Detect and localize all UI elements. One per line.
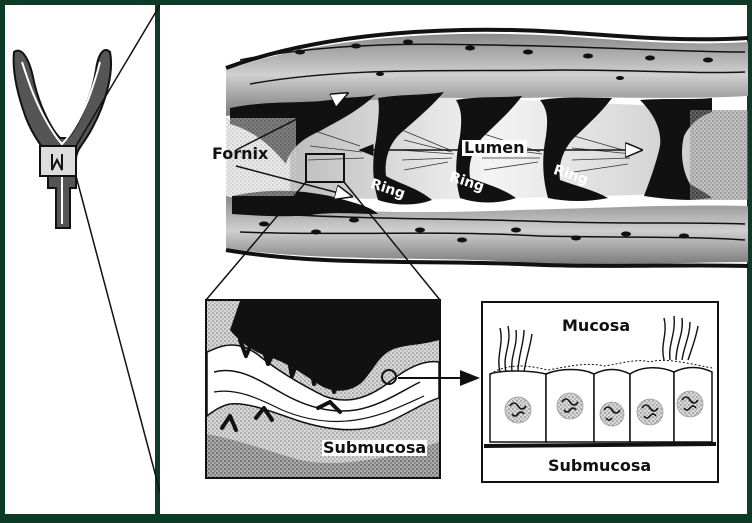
mucosa-label: Mucosa xyxy=(562,318,630,334)
fornix-label: Fornix xyxy=(212,146,268,162)
basement-membrane xyxy=(484,444,716,446)
right-wall-texture xyxy=(690,110,748,200)
submucosa-fold-label: Submucosa xyxy=(322,440,427,456)
lumen-label: Lumen xyxy=(462,140,527,156)
uterus-overview-panel xyxy=(5,5,155,514)
submucosa-epithelium-label: Submucosa xyxy=(548,458,651,474)
